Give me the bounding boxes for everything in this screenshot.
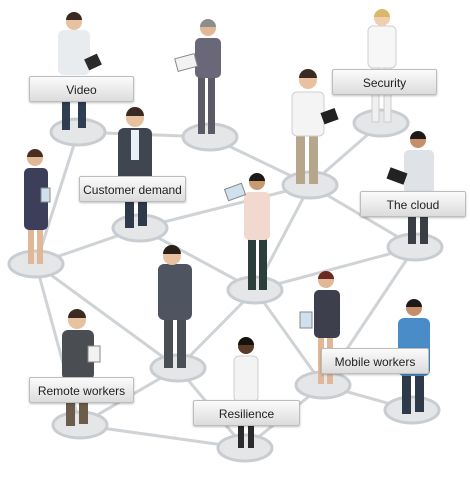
node-disc	[383, 395, 441, 425]
node-discs	[7, 108, 444, 463]
node-disc	[7, 249, 65, 279]
person-figure-security	[367, 9, 397, 123]
connector	[139, 183, 311, 230]
person-figure-phone-man	[158, 245, 192, 368]
label-security: Security	[332, 69, 437, 95]
label-remote-workers: Remote workers	[29, 377, 134, 403]
label-video: Video	[29, 76, 134, 102]
person-figure-laptop-woman	[174, 19, 221, 134]
node-disc	[352, 108, 410, 138]
label-the-cloud: The cloud	[360, 191, 466, 217]
label-mobile-workers: Mobile workers	[321, 348, 429, 374]
person-figure-tablet-man	[291, 69, 339, 184]
person-figure-center-woman	[223, 173, 270, 290]
person-figure-remote-worker	[62, 309, 101, 426]
person-figure-customer-demand	[118, 107, 152, 228]
connector	[253, 289, 325, 386]
connector	[35, 262, 179, 370]
label-resilience: Resilience	[193, 400, 300, 426]
person-figure-video	[58, 12, 102, 130]
connector	[254, 245, 416, 292]
person-figure-the-cloud	[386, 131, 434, 244]
node-disc	[216, 433, 274, 463]
label-customer-demand: Customer demand	[79, 176, 186, 202]
person-figure-left-woman	[24, 149, 51, 264]
person-figure-resilience	[233, 337, 259, 448]
